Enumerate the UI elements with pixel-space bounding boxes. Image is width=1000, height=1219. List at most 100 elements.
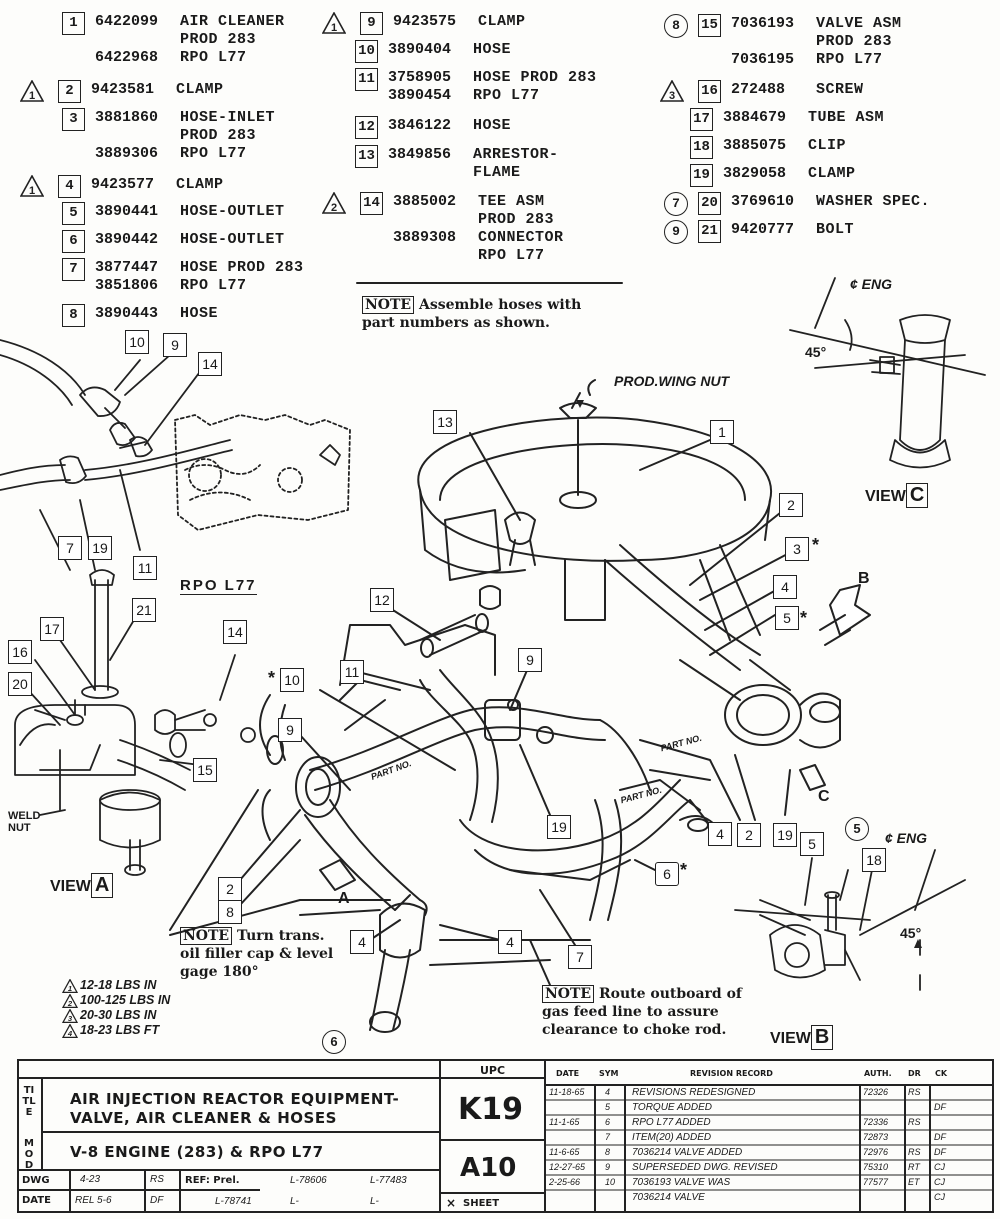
revision-circle-icon: 9 [664,220,688,244]
part-number-box: 10 [355,40,378,63]
revision-text: 7036214 VALVE ADDED [632,1147,743,1158]
torque-triangle-icon: 1 [19,174,45,197]
callout-box-2: 2 [737,823,761,847]
revision-dr: RS [908,1087,921,1097]
svg-text:1: 1 [68,984,72,993]
rev-header-auth: AUTH. [864,1069,892,1078]
part-description: AIR CLEANER [180,13,285,30]
part-number-box: 5 [62,202,85,225]
letter-b-label: B [858,570,870,587]
callout-box-9: 9 [163,333,187,357]
part-alt-description: RPO L77 [816,51,883,68]
revision-date: 2-25-66 [549,1177,581,1187]
part-alt-number: 7036195 [731,51,795,68]
rev-header-dr: DR [908,1069,921,1078]
part-alt-description: RPO L77 [180,49,247,66]
callout-box-21: 21 [132,598,156,622]
part-alt-description: FLAME [473,164,521,181]
revision-text: REVISIONS REDESIGNED [632,1087,756,1098]
part-number-box: 17 [690,108,713,131]
callout-box-9: 9 [518,648,542,672]
part-description: HOSE [473,41,512,58]
part-number-box: 12 [355,116,378,139]
callout-box-4: 4 [708,822,732,846]
view-c-detail [789,277,986,469]
part-number: 9420777 [731,221,795,238]
part-alt-description: RPO L77 [473,87,540,104]
view-a-detail [14,569,256,876]
part-number: 3881860 [95,109,159,126]
part-number: 9423577 [91,176,155,193]
revision-sym: 10 [605,1177,616,1187]
callout-box-4: 4 [773,575,797,599]
part-description: CLAMP [808,165,856,182]
revision-sym: 7 [605,1132,611,1142]
torque-value: 18-23 LBS FT [80,1023,160,1037]
part-description: HOSE [180,305,219,322]
part-alt-description: RPO L77 [180,145,247,162]
torque-legend-item: 2 100-125 LBS IN [61,992,171,1008]
asterisk-mark: * [812,535,820,555]
callout-box-19: 19 [773,823,797,847]
callout-box-11: 11 [340,660,364,684]
ref-1: L-78606 [290,1175,327,1186]
callout-box-15: 15 [193,758,217,782]
dwg-date: 4-23 [80,1174,101,1185]
rev-header-record: REVISION RECORD [690,1069,773,1078]
revision-date: 11-18-65 [549,1087,585,1097]
revision-auth: 72976 [863,1147,889,1157]
callout-box-4: 4 [498,930,522,954]
prod-wing-nut-label: PROD.WING NUT [614,373,730,389]
part-alt-number: 3889308 [393,229,457,246]
revision-text: SUPERSEDED DWG. REVISED [632,1162,778,1173]
svg-text:2: 2 [67,999,73,1008]
rpo-l77-label: RPO L77 [180,577,257,595]
part-alt-number: 3890454 [388,87,452,104]
part-alt-description: PROD 283 [478,211,555,228]
torque-value: 100-125 LBS IN [80,993,171,1007]
part-number: 272488 [731,81,786,98]
revision-text: TORQUE ADDED [632,1102,713,1113]
part-description: WASHER SPEC. [816,193,931,210]
callout-box-5: 5 [775,606,799,630]
part-alt-description: PROD 283 [816,33,893,50]
ref-5: L- [370,1196,379,1207]
part-description: TEE ASM [478,193,545,210]
group-value: A10 [460,1153,517,1183]
svg-text:3: 3 [68,1014,73,1023]
part-description: ARRESTOR- [473,146,559,163]
revision-date: 11-1-65 [549,1117,580,1127]
part-description: HOSE-INLET [180,109,276,126]
part-description: HOSE-OUTLET [180,203,285,220]
eng-centerline-c-label: ¢ ENG [850,276,893,292]
part-number-box: 19 [690,164,713,187]
part-alt-description: RPO L77 [180,277,247,294]
torque-value: 12-18 LBS IN [80,978,157,992]
upc-header: UPC [480,1064,506,1077]
callout-box-12: 12 [370,588,394,612]
svg-text:1: 1 [331,22,337,34]
date-by: DF [150,1195,164,1206]
part-number-box: 1 [62,12,85,35]
part-alt-number: 3889306 [95,145,159,162]
part-description: HOSE [473,117,512,134]
revision-text: 7036193 VALVE WAS [632,1177,731,1188]
torque-triangle-icon: 4 [61,1022,79,1038]
revision-dr: RT [908,1162,920,1172]
revision-date: 11-6-65 [549,1147,580,1157]
part-alt-description: RPO L77 [478,247,545,264]
title-side-label: TITLE [22,1085,36,1118]
asterisk-mark: * [268,668,276,688]
revision-circle-5: 5 [845,817,869,841]
revision-sym: 5 [605,1102,611,1112]
part-number-box: 2 [58,80,81,103]
callout-box-19: 19 [88,536,112,560]
callout-box-2: 2 [779,493,803,517]
part-number: 3758905 [388,69,452,86]
part-description: CLAMP [176,81,224,98]
torque-triangle-icon: 1 [321,11,347,34]
